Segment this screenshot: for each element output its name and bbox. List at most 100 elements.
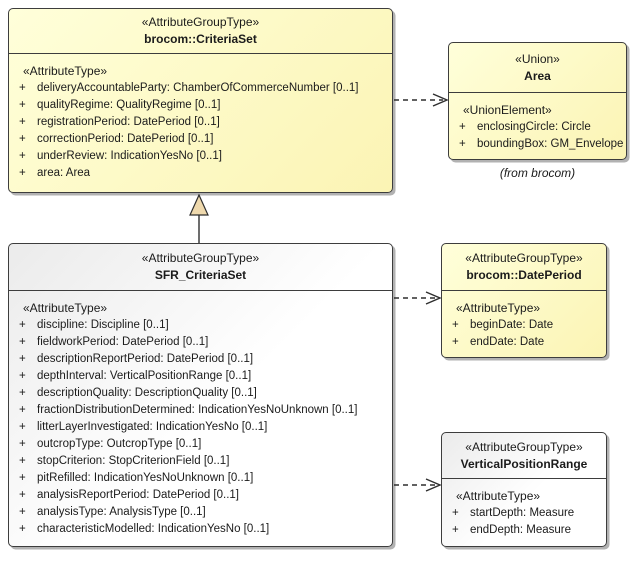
attribute-text: endDate: Date [470, 336, 545, 348]
class-box-verticalpositionrange: «AttributeGroupType» VerticalPositionRan… [441, 432, 607, 547]
attribute-row: + fractionDistributionDetermined: Indica… [9, 402, 392, 419]
attribute-text: qualityRegime: QualityRegime [0..1] [37, 99, 221, 111]
class-stereotype: «AttributeGroupType» [141, 251, 260, 265]
visibility-marker: + [459, 138, 466, 150]
attribute-text: stopCriterion: StopCriterionField [0..1] [37, 455, 230, 467]
visibility-marker: + [19, 472, 26, 484]
attribute-text: outcropType: OutcropType [0..1] [37, 438, 202, 450]
attribute-row: + area: Area [9, 165, 392, 182]
dependency-arrow-verticalpositionrange [394, 478, 442, 492]
class-stereotype: «AttributeGroupType» [465, 251, 583, 265]
class-box-area: «Union» Area «UnionElement» + enclosingC… [448, 42, 627, 160]
attribute-row: + analysisReportPeriod: DatePeriod [0..1… [9, 487, 392, 504]
attribute-section-label: «AttributeType» [456, 489, 541, 503]
visibility-marker: + [19, 404, 26, 416]
attribute-text: pitRefilled: IndicationYesNoUnknown [0..… [37, 472, 254, 484]
visibility-marker: + [452, 507, 459, 519]
visibility-marker: + [19, 167, 26, 179]
attribute-row: + fieldworkPeriod: DatePeriod [0..1] [9, 334, 392, 351]
class-stereotype: «Union» [515, 51, 560, 66]
generalization-arrow [189, 193, 209, 243]
visibility-marker: + [19, 506, 26, 518]
attribute-text: deliveryAccountableParty: ChamberOfComme… [37, 82, 359, 94]
attribute-compartment: «AttributeType» + discipline: Discipline… [9, 291, 392, 538]
attribute-row: + endDate: Date [442, 334, 606, 351]
attribute-row: + boundingBox: GM_Envelope [449, 136, 626, 153]
attribute-row: + endDepth: Measure [442, 522, 606, 539]
attribute-text: correctionPeriod: DatePeriod [0..1] [37, 133, 214, 145]
attribute-row: + stopCriterion: StopCriterionField [0..… [9, 453, 392, 470]
attribute-row: + underReview: IndicationYesNo [0..1] [9, 148, 392, 165]
attribute-row: + deliveryAccountableParty: ChamberOfCom… [9, 80, 392, 97]
attribute-text: analysisType: AnalysisType [0..1] [37, 506, 206, 518]
attribute-text: fieldworkPeriod: DatePeriod [0..1] [37, 336, 209, 348]
attribute-text: startDepth: Measure [470, 507, 575, 519]
visibility-marker: + [19, 99, 26, 111]
attribute-compartment: «AttributeType» + startDepth: Measure + … [442, 479, 606, 539]
attribute-row: + descriptionQuality: DescriptionQuality… [9, 385, 392, 402]
visibility-marker: + [459, 121, 466, 133]
attribute-row: + pitRefilled: IndicationYesNoUnknown [0… [9, 470, 392, 487]
attribute-row: + correctionPeriod: DatePeriod [0..1] [9, 131, 392, 148]
attribute-row: + litterLayerInvestigated: IndicationYes… [9, 419, 392, 436]
class-header: «AttributeGroupType» brocom::DatePeriod [442, 244, 606, 291]
class-header: «AttributeGroupType» VerticalPositionRan… [442, 433, 606, 479]
visibility-marker: + [19, 82, 26, 94]
visibility-marker: + [19, 150, 26, 162]
class-box-sfr-criteriaset: «AttributeGroupType» SFR_CriteriaSet «At… [8, 243, 393, 547]
visibility-marker: + [19, 523, 26, 535]
attribute-text: beginDate: Date [470, 319, 554, 331]
attribute-row: + descriptionReportPeriod: DatePeriod [0… [9, 351, 392, 368]
attribute-text: depthInterval: VerticalPositionRange [0.… [37, 370, 252, 382]
class-header: «AttributeGroupType» brocom::CriteriaSet [9, 9, 392, 54]
visibility-marker: + [19, 438, 26, 450]
attribute-text: enclosingCircle: Circle [477, 121, 591, 133]
attribute-text: underReview: IndicationYesNo [0..1] [37, 150, 222, 162]
visibility-marker: + [19, 133, 26, 145]
attribute-section-label: «AttributeType» [23, 301, 108, 315]
attribute-row: + discipline: Discipline [0..1] [9, 317, 392, 334]
attribute-row: + registrationPeriod: DatePeriod [0..1] [9, 114, 392, 131]
attribute-row: + analysisType: AnalysisType [0..1] [9, 504, 392, 521]
attribute-text: fractionDistributionDetermined: Indicati… [37, 404, 358, 416]
class-name: brocom::DatePeriod [466, 268, 582, 282]
attribute-compartment: «AttributeType» + deliveryAccountablePar… [9, 54, 392, 182]
attribute-text: endDepth: Measure [470, 524, 572, 536]
class-stereotype: «AttributeGroupType» [141, 15, 260, 29]
class-name: brocom::CriteriaSet [144, 32, 257, 46]
attribute-row: + depthInterval: VerticalPositionRange [… [9, 368, 392, 385]
class-stereotype: «AttributeGroupType» [465, 439, 583, 454]
attribute-row: + qualityRegime: QualityRegime [0..1] [9, 97, 392, 114]
visibility-marker: + [452, 336, 459, 348]
class-name: SFR_CriteriaSet [154, 268, 247, 282]
class-header: «AttributeGroupType» SFR_CriteriaSet [9, 244, 392, 291]
attribute-text: boundingBox: GM_Envelope [477, 138, 624, 150]
visibility-marker: + [19, 336, 26, 348]
visibility-marker: + [19, 387, 26, 399]
visibility-marker: + [19, 116, 26, 128]
visibility-marker: + [19, 455, 26, 467]
attribute-row: + beginDate: Date [442, 317, 606, 334]
attribute-text: area: Area [37, 167, 91, 179]
visibility-marker: + [19, 489, 26, 501]
attribute-row: + startDepth: Measure [442, 505, 606, 522]
class-box-brocom-dateperiod: «AttributeGroupType» brocom::DatePeriod … [441, 243, 607, 358]
class-box-brocom-criteriaset: «AttributeGroupType» brocom::CriteriaSet… [8, 8, 393, 193]
class-name: Area [524, 68, 551, 83]
package-origin-caption: (from brocom) [499, 166, 576, 180]
attribute-compartment: «AttributeType» + beginDate: Date + endD… [442, 291, 606, 351]
visibility-marker: + [19, 353, 26, 365]
attribute-text: discipline: Discipline [0..1] [37, 319, 169, 331]
visibility-marker: + [19, 421, 26, 433]
attribute-text: descriptionReportPeriod: DatePeriod [0..… [37, 353, 254, 365]
attribute-text: registrationPeriod: DatePeriod [0..1] [37, 116, 220, 128]
attribute-text: descriptionQuality: DescriptionQuality [… [37, 387, 257, 399]
attribute-row: + enclosingCircle: Circle [449, 119, 626, 136]
attribute-text: characteristicModelled: IndicationYesNo … [37, 523, 270, 535]
class-header: «Union» Area [449, 43, 626, 93]
visibility-marker: + [452, 319, 459, 331]
attribute-text: litterLayerInvestigated: IndicationYesNo… [37, 421, 268, 433]
visibility-marker: + [452, 524, 459, 536]
dependency-arrow-area [394, 93, 449, 107]
